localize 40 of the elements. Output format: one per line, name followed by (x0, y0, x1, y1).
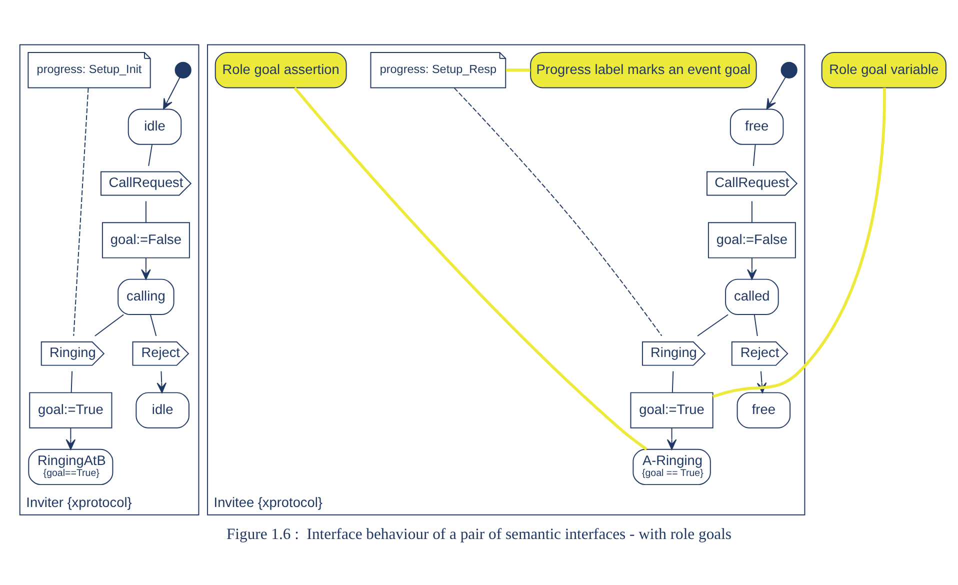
arrow (156, 370, 166, 394)
connector (294, 86, 648, 450)
connector (94, 314, 124, 336)
node-box: calling (118, 278, 174, 315)
node-circle (780, 62, 798, 78)
node-box: goal:=False (102, 222, 190, 258)
node-box: Role goal variable (821, 52, 946, 88)
connector (672, 370, 674, 394)
node-box: idle (136, 392, 190, 428)
node-box: goal:=True (29, 392, 112, 428)
arrow (747, 257, 757, 280)
arrow (141, 257, 151, 280)
node-box: RingingAtB {goal==True} (28, 448, 114, 486)
connector (148, 144, 153, 166)
connector (751, 200, 752, 224)
connector (73, 87, 89, 336)
node-box: Progress label marks an event goal (530, 52, 757, 88)
connector (150, 314, 157, 336)
node-box: Role goal assertion (214, 52, 347, 88)
connector (754, 314, 758, 336)
node-box: called (725, 278, 779, 315)
node-box: goal:=True (630, 392, 714, 428)
connector (506, 68, 530, 72)
node-box: A-Ringing {goal == True} (632, 448, 711, 486)
node-box: free (730, 108, 784, 145)
caption: Figure 1.6 : Interface behaviour of a pair of semantic interfaces - with role goals (226, 526, 732, 544)
connector (697, 314, 729, 336)
node-box: free (736, 392, 791, 428)
arrow (163, 76, 180, 110)
connector (752, 144, 756, 166)
node-circle (174, 62, 192, 78)
connector (145, 200, 146, 224)
arrow (766, 76, 786, 110)
node-box: idle (128, 108, 182, 145)
connector (70, 370, 73, 394)
arrow (666, 428, 677, 450)
arrow (66, 428, 76, 450)
connector (712, 88, 886, 398)
connector (454, 87, 662, 336)
node-box: goal:=False (708, 222, 796, 258)
